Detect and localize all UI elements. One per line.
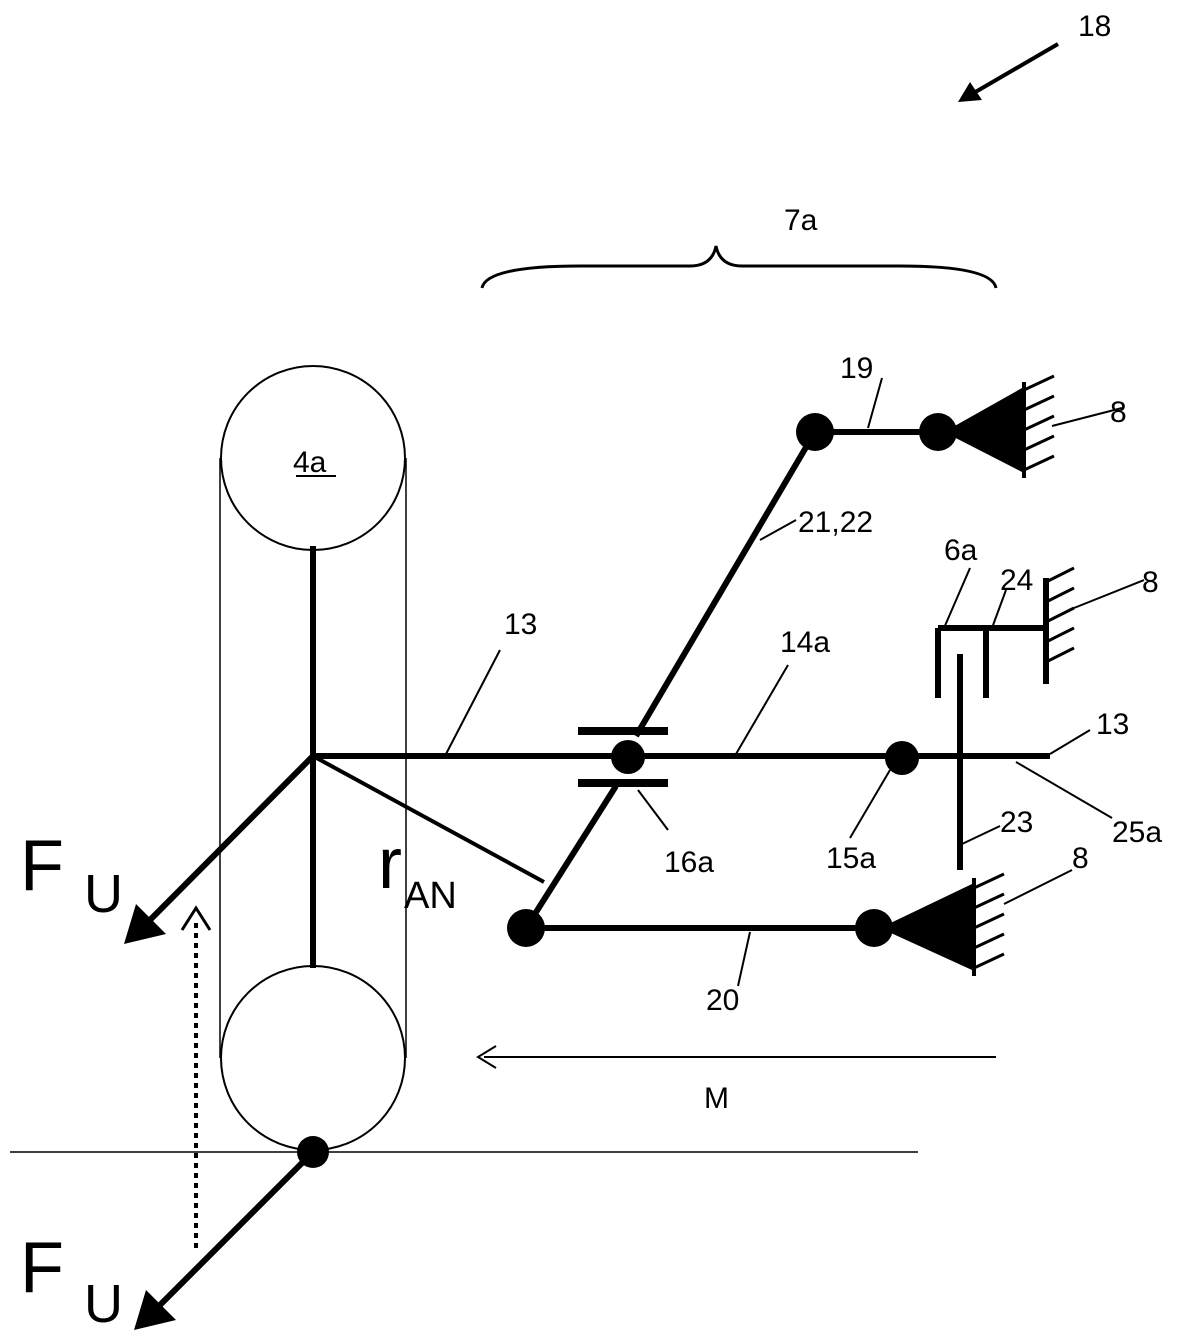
link-21-22-lower (523, 784, 619, 930)
ground-bottom-label: 8 (1072, 842, 1089, 875)
part-24-label: 24 (1000, 564, 1033, 597)
force-arrow-upper (124, 753, 316, 944)
part-25a-label: 25a (1112, 816, 1162, 849)
part-6a-label: 6a (944, 534, 978, 567)
link-19-label: 19 (840, 352, 873, 385)
direction-label: M (704, 1082, 729, 1115)
force-upper-label: F (20, 826, 64, 906)
force-lower-subscript: U (84, 1274, 123, 1334)
wheel-bottom (220, 965, 406, 1151)
wheel-label: 4a (293, 446, 327, 479)
part-14a-label: 14a (780, 626, 830, 659)
part-15a-label: 15a (826, 842, 876, 875)
axle-13-left-label: 13 (504, 608, 537, 641)
joint-16a (578, 727, 668, 787)
leader-lines (445, 377, 1145, 987)
link-20-label: 20 (706, 984, 739, 1017)
axle-13-right-label: 13 (1096, 708, 1129, 741)
brake-assembly (935, 566, 1075, 870)
figure-ref-label: 18 (1078, 10, 1111, 43)
link-20 (507, 909, 893, 947)
ground-support-top (944, 374, 1055, 478)
radius-subscript: AN (404, 875, 457, 917)
link-21-22 (633, 430, 818, 738)
wheel-assembly (219, 365, 407, 1151)
part-23-label: 23 (1000, 806, 1033, 839)
link-21-22-label: 21,22 (798, 506, 873, 539)
ground-mid-label: 8 (1142, 566, 1159, 599)
part-16a-label: 16a (664, 846, 714, 879)
ground-top-label: 8 (1110, 396, 1127, 429)
force-lower-label: F (20, 1228, 64, 1308)
radius-line (312, 754, 545, 884)
group-label: 7a (784, 204, 818, 237)
direction-arrow (476, 1045, 996, 1069)
group-brace (480, 245, 998, 289)
force-arrow-lower (134, 1149, 316, 1330)
radius-label: r (378, 824, 402, 904)
ground-support-bottom (880, 872, 1005, 976)
dotted-arrow (180, 905, 212, 1248)
force-upper-subscript: U (84, 864, 123, 924)
figure-ref-arrow (958, 42, 1060, 102)
link-19 (796, 413, 957, 451)
joint-15a (885, 741, 919, 775)
